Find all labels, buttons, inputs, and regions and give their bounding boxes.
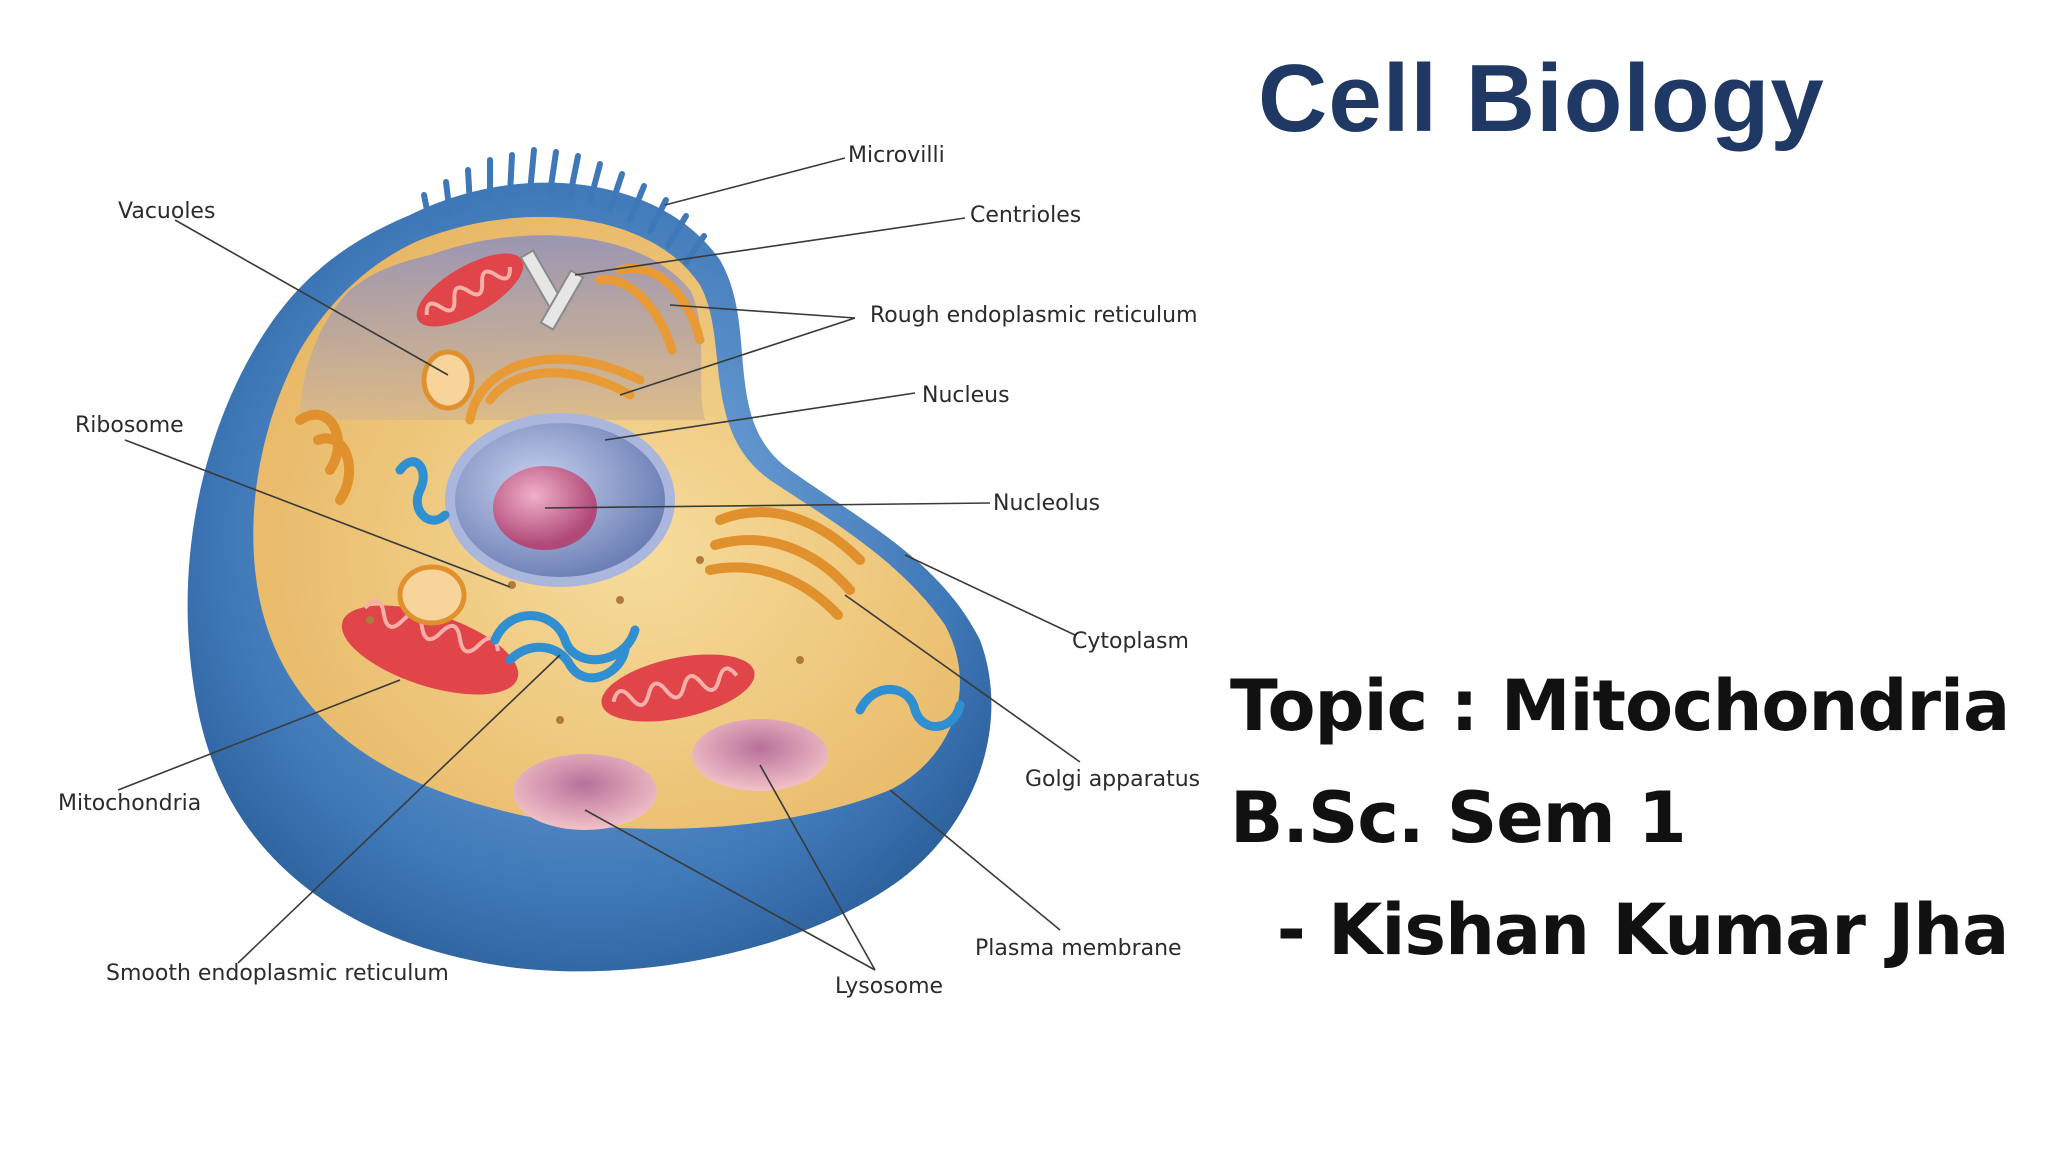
- label-microvilli: Microvilli: [848, 143, 945, 168]
- label-golgi: Golgi apparatus: [1025, 767, 1200, 792]
- slide-info: Topic : Mitochondria B.Sc. Sem 1 - Kisha…: [1230, 650, 2030, 986]
- author-line: - Kishan Kumar Jha: [1230, 889, 2010, 971]
- lysosome-shape: [513, 754, 657, 830]
- label-lysosome: Lysosome: [835, 974, 943, 999]
- smooth-er-shapes: [395, 457, 965, 731]
- ribosome-dots: [366, 556, 804, 724]
- label-plasma-membrane: Plasma membrane: [975, 936, 1182, 961]
- label-centrioles: Centrioles: [970, 203, 1081, 228]
- label-vacuoles: Vacuoles: [118, 199, 215, 224]
- label-smooth-er: Smooth endoplasmic reticulum: [106, 961, 449, 986]
- label-nucleolus: Nucleolus: [993, 491, 1100, 516]
- label-ribosome: Ribosome: [75, 413, 184, 438]
- animal-cell-diagram: Microvilli Centrioles Rough endoplasmic …: [58, 143, 1200, 999]
- mitochondria-shapes: [341, 253, 755, 722]
- course-line: B.Sc. Sem 1: [1230, 777, 1687, 859]
- golgi-shape: [295, 409, 865, 620]
- slide-title: Cell Biology: [1258, 45, 1825, 152]
- rough-er-shape: [465, 264, 705, 425]
- lysosome-shape-2: [692, 719, 828, 791]
- label-nucleus: Nucleus: [922, 383, 1010, 408]
- vacuole-shape-2: [397, 564, 467, 626]
- label-rough-er: Rough endoplasmic reticulum: [870, 303, 1198, 328]
- label-cytoplasm: Cytoplasm: [1072, 629, 1189, 654]
- vacuole-shape: [421, 349, 475, 411]
- topic-line: Topic : Mitochondria: [1230, 665, 2010, 747]
- label-mitochondria: Mitochondria: [58, 791, 201, 816]
- leader-lines: [117, 157, 1081, 971]
